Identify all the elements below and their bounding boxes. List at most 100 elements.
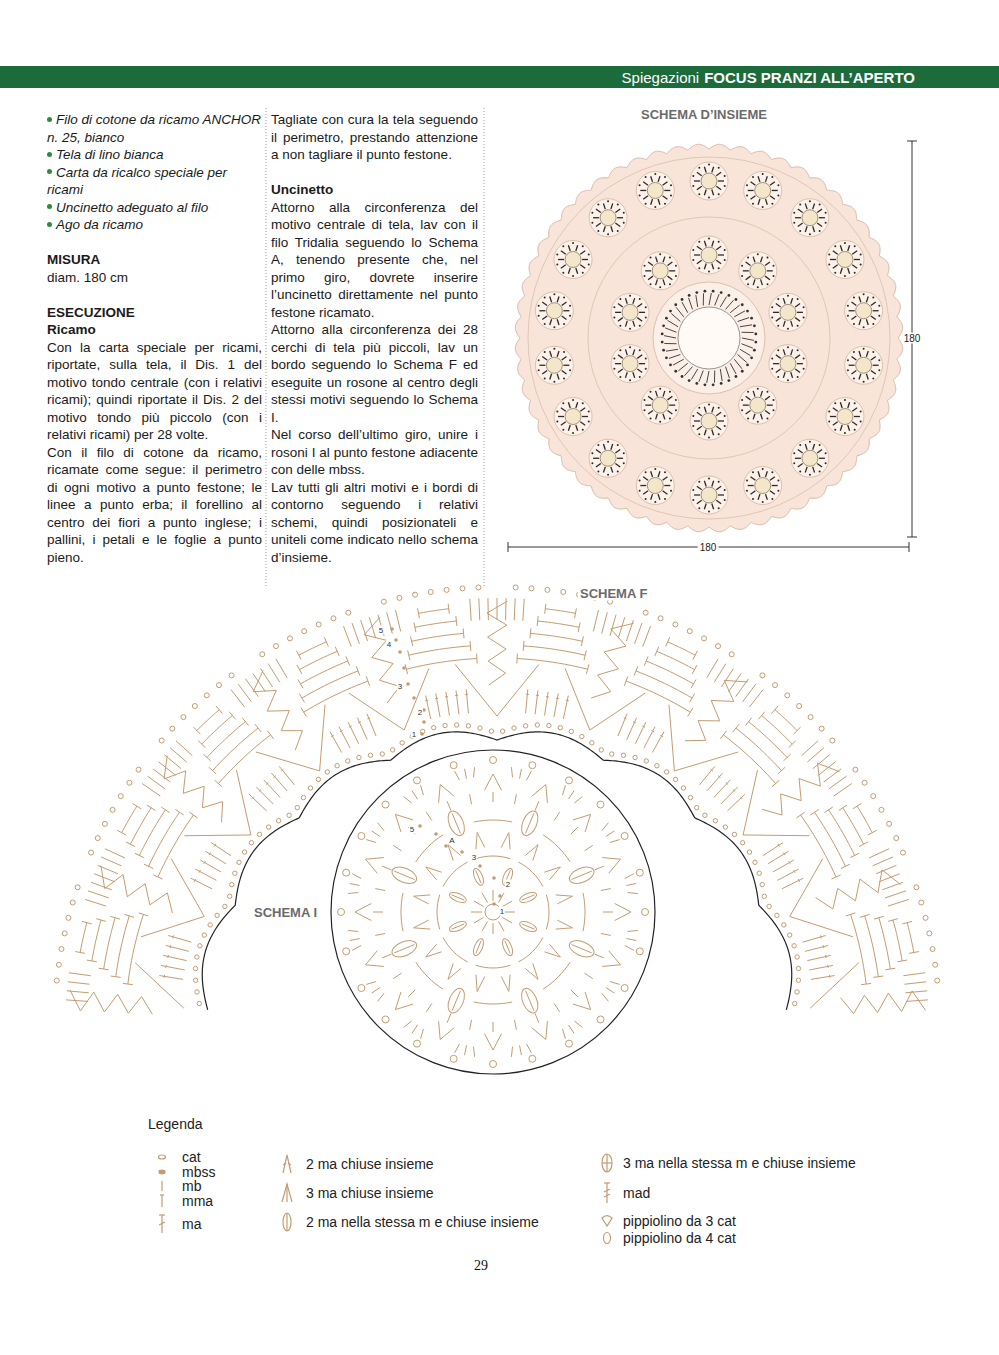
row-marker (390, 627, 426, 736)
fan-border-chart-stroke (497, 598, 498, 620)
rosette-chart-stroke (511, 767, 512, 777)
small-motif-stroke (569, 359, 571, 361)
small-motif-stroke (704, 407, 706, 413)
overview-plan-stroke (661, 341, 664, 344)
small-motif-stroke (844, 399, 846, 401)
fan-border-chart-stroke (740, 797, 742, 799)
fan-border-chart-stroke (599, 748, 603, 752)
small-motif-stroke (854, 429, 856, 431)
fan-border-chart-stroke (141, 916, 204, 936)
dimension-line-stroke (909, 542, 910, 552)
fan-border-chart-stroke (352, 623, 359, 644)
overview-plan-stroke (712, 290, 715, 293)
small-motif-stroke (791, 298, 793, 304)
fan-border-chart-stroke (888, 899, 909, 906)
small-motif-stroke (747, 417, 749, 419)
small-motif-stroke (765, 276, 770, 280)
small-motif-stroke (795, 304, 800, 308)
small-motif-stroke (716, 246, 721, 250)
fan-border-chart-stroke (760, 882, 764, 886)
small-motif-stroke (553, 326, 555, 328)
fan-border-chart-stroke (610, 752, 614, 756)
small-motif-stroke (802, 450, 818, 466)
rosette-chart-stroke (395, 992, 413, 1010)
rosette-chart-stroke (572, 871, 592, 879)
fan-border-chart-stroke (380, 752, 384, 756)
small-motif-stroke (724, 249, 726, 251)
stitch-symbol (159, 1170, 165, 1174)
rosette-chart-stroke (473, 767, 474, 777)
fan-border-chart-stroke (176, 741, 192, 756)
fan-border-chart-stroke (70, 900, 75, 905)
stitch-symbol-stroke (161, 1181, 162, 1191)
small-motif-stroke (798, 464, 803, 468)
small-motif-stroke (872, 296, 874, 298)
material-item-line: Filo di cotone da ricamo ANCHOR n. 25, b… (47, 111, 262, 146)
row-marker-stroke (478, 864, 482, 868)
fan-border-chart-stroke (660, 735, 663, 736)
small-motif-stroke (770, 182, 775, 186)
small-motif-stroke (565, 409, 581, 425)
small-motif-stroke (718, 254, 724, 255)
small-motif-stroke (654, 206, 656, 208)
fan-border-chart-stroke (167, 955, 169, 958)
small-motif-stroke (765, 262, 770, 266)
fan-border-chart-stroke (685, 680, 748, 740)
fan-border-chart-stroke (432, 726, 436, 730)
body-paragraph: Lav tutti gli altri motivi e i bordi di … (271, 480, 478, 565)
small-motif-stroke (663, 391, 665, 397)
small-motif-stroke (871, 356, 876, 360)
rosette-chart-stroke (556, 920, 573, 929)
small-motif-stroke (667, 410, 672, 414)
small-motif-stroke (795, 369, 800, 373)
small-motif-stroke (773, 312, 779, 313)
stitch-symbol (602, 1216, 612, 1227)
rosette-chart-stroke (366, 982, 376, 985)
overview-plan-stroke (742, 338, 754, 340)
fan-border-chart-stroke (762, 716, 793, 745)
row-marker-stroke (444, 844, 448, 848)
stitch-symbol-stroke (606, 1183, 607, 1203)
small-motif-stroke (817, 223, 822, 227)
stitch-symbol-stroke (602, 1162, 612, 1163)
fan-border-chart-stroke (694, 805, 698, 809)
overview-plan-stroke (734, 359, 742, 368)
fan-border-chart-stroke (302, 671, 358, 698)
fan-border-chart-stroke (626, 681, 690, 712)
fan-border-chart-stroke (865, 916, 879, 977)
small-motif-stroke (572, 275, 574, 277)
small-motif-stroke (613, 368, 615, 370)
overview-plan-stroke (681, 298, 684, 301)
fan-border-chart-stroke (862, 780, 867, 785)
small-motif-stroke (704, 504, 706, 510)
overview-plan-stroke (674, 303, 677, 306)
fan-border-chart-stroke (768, 851, 788, 864)
small-motif-stroke (692, 259, 694, 261)
overview-plan-stroke (753, 324, 756, 327)
rosette-chart-stroke (493, 923, 494, 934)
small-motif-stroke (777, 349, 779, 351)
body-paragraph-line: Con la carta speciale per ricami, riport… (47, 339, 262, 444)
body-paragraph: Con il filo di cotone da ricamo, ricamat… (47, 445, 262, 565)
fan-border-chart-stroke (763, 843, 783, 856)
fan-border-chart-stroke (879, 874, 900, 882)
small-motif-stroke (600, 450, 616, 466)
fan-border-chart-stroke (130, 808, 151, 844)
small-motif-stroke (639, 312, 645, 313)
small-motif-stroke (849, 310, 855, 311)
small-motif-stroke (845, 346, 883, 384)
rosette-chart-stroke (602, 993, 608, 1001)
overview-plan-stroke (738, 318, 750, 322)
small-motif-stroke (851, 356, 856, 360)
fan-border-chart-stroke (253, 670, 302, 750)
rosette-chart-stroke (490, 1061, 497, 1068)
fan-border-chart-stroke (325, 770, 329, 774)
row-number: 3 (397, 682, 403, 691)
rosette-chart-stroke (451, 895, 464, 900)
small-motif-stroke (629, 328, 631, 330)
small-motif-stroke (805, 444, 807, 450)
rosette-chart-stroke (350, 939, 360, 941)
small-motif (826, 241, 864, 279)
overview-plan-stroke (664, 336, 676, 338)
small-motif-stroke (708, 238, 710, 240)
